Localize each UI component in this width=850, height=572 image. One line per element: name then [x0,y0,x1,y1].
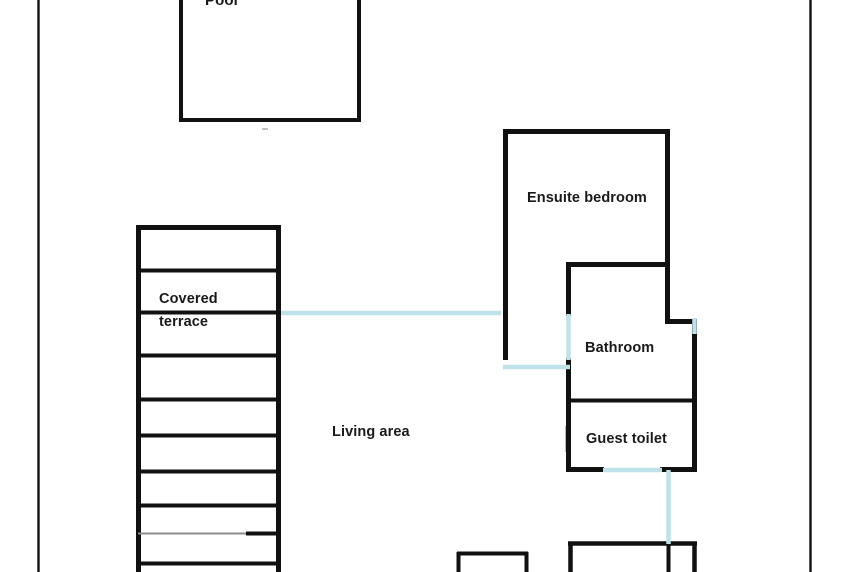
covered-terrace-walls [136,225,281,572]
pool-label: Pool [205,0,238,9]
guest-toilet-walls [565,399,697,472]
door-openings [281,310,697,572]
bathroom-label: Bathroom [585,340,655,356]
covered-terrace-label-line1: Covered [159,291,218,307]
living-area-label: Living area [332,424,410,440]
guest-toilet-label: Guest toilet [586,431,667,447]
pool-outline [179,0,361,122]
ensuite-bedroom-walls [503,129,670,360]
ensuite-bedroom-label: Ensuite bedroom [527,190,647,206]
site-boundary [37,0,812,572]
covered-terrace-label-line2: terrace [159,314,209,330]
bathroom-walls [566,262,697,472]
pool-rect [179,0,361,122]
lower-rooms-walls [456,541,697,572]
